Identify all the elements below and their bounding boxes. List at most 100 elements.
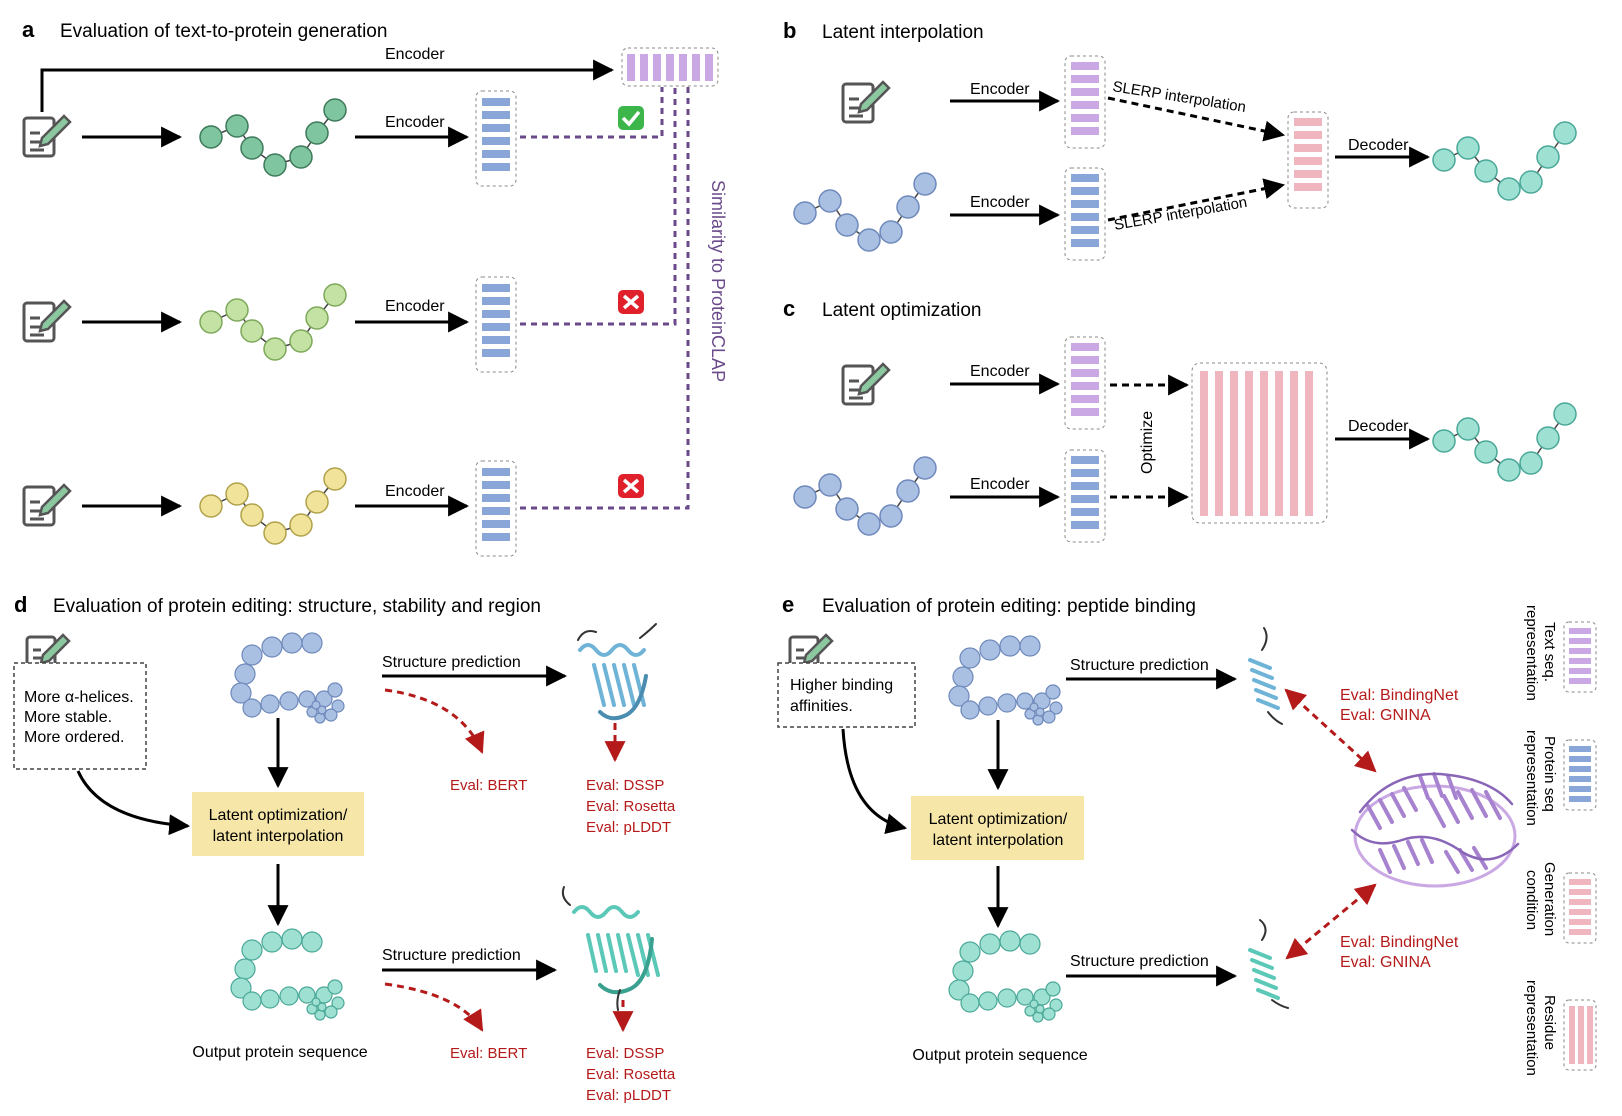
prompt-box: Higher binding affinities. — [777, 662, 916, 728]
structure-prediction-label: Structure prediction — [382, 654, 521, 671]
protein-structure-image — [561, 886, 660, 1011]
protein-sequence-beads — [1432, 121, 1577, 201]
encoder-label: Encoder — [385, 298, 445, 315]
prompt-line: More α-helices. — [24, 689, 134, 706]
box-line: latent interpolation — [213, 828, 344, 845]
prompt-line: Higher binding — [790, 677, 893, 694]
legend-label: condition — [1523, 870, 1540, 930]
text-seq-representation — [621, 47, 719, 87]
protein-sequence-beads — [230, 632, 345, 724]
slerp-arrow — [1107, 96, 1286, 142]
panel-c-title: Latent optimization — [822, 300, 982, 321]
protein-sequence-beads — [230, 928, 345, 1021]
text-prompt-icon — [22, 483, 72, 527]
cross-icon — [618, 290, 644, 314]
encoder-label: Encoder — [970, 476, 1030, 493]
prompt-box: More α-helices. More stable. More ordere… — [13, 662, 147, 770]
legend-item-residue: Residue representation — [1523, 980, 1597, 1076]
structure-prediction-label: Structure prediction — [382, 947, 521, 964]
protein-seq-representation — [475, 90, 517, 187]
peptide-structure-image — [1248, 919, 1289, 1009]
eval-label: Eval: BindingNet — [1340, 687, 1459, 704]
slerp-arrow — [1107, 178, 1286, 222]
legend-label: representation — [1523, 605, 1540, 701]
text-prompt-icon — [22, 114, 72, 158]
legend-label: Protein seq — [1541, 736, 1558, 812]
cross-icon — [618, 474, 644, 498]
latent-optimization-box: Latent optimization/ latent interpolatio… — [192, 792, 364, 856]
prompt-arrow — [76, 770, 191, 836]
encoder-label: Encoder — [385, 114, 445, 131]
decoder-label: Decoder — [1348, 418, 1409, 435]
eval-label: Eval: BERT — [450, 777, 527, 794]
protein-sequence-beads — [199, 467, 347, 545]
latent-optimization-box: Latent optimization/ latent interpolatio… — [911, 796, 1084, 860]
panel-e-letter: e — [782, 592, 794, 617]
legend-item-text-seq: Text seq. representation — [1523, 605, 1597, 701]
residue-representation — [1191, 362, 1328, 524]
top-encoder-label: Encoder — [385, 46, 445, 63]
encoder-label: Encoder — [970, 81, 1030, 98]
protein-sequence-beads — [948, 635, 1063, 726]
protein-sequence-beads — [199, 98, 347, 177]
panel-d: d Evaluation of protein editing: structu… — [13, 592, 676, 1104]
text-prompt-icon — [841, 80, 891, 124]
protein-structure-image — [577, 623, 657, 721]
panel-a: a Evaluation of text-to-protein generati… — [22, 17, 728, 557]
protein-seq-representation — [475, 276, 517, 373]
optimize-label: Optimize — [1139, 411, 1156, 474]
protein-seq-representation — [1064, 449, 1106, 543]
panel-d-letter: d — [14, 592, 27, 617]
protein-seq-representation — [1064, 167, 1106, 261]
panel-b: b Latent interpolation Encoder Encoder — [783, 18, 1577, 261]
text-prompt-icon — [22, 299, 72, 343]
encoder-label: Encoder — [970, 363, 1030, 380]
legend-item-generation-condition: Generation condition — [1523, 862, 1597, 944]
legend-label: Residue — [1541, 995, 1558, 1050]
decoder-label: Decoder — [1348, 137, 1409, 154]
eval-label: Eval: pLDDT — [586, 1087, 671, 1104]
panel-c-letter: c — [783, 296, 795, 321]
text-seq-representation — [1064, 55, 1106, 149]
check-icon — [618, 106, 644, 130]
panel-d-title: Evaluation of protein editing: structure… — [53, 596, 541, 617]
slerp-label: SLERP interpolation — [1111, 78, 1247, 116]
eval-arrow — [384, 688, 485, 754]
eval-arrow — [384, 982, 484, 1032]
receptor-structure-image — [1350, 772, 1520, 888]
slerp-label: SLERP interpolation — [1113, 194, 1249, 234]
eval-label: Eval: Rosetta — [586, 1066, 676, 1083]
panel-b-title: Latent interpolation — [822, 22, 984, 43]
similarity-lines — [520, 87, 690, 510]
peptide-structure-image — [1248, 627, 1283, 725]
prompt-line: More ordered. — [24, 729, 125, 746]
protein-sequence-beads — [948, 930, 1063, 1023]
panel-a-letter: a — [22, 17, 35, 42]
panel-c: c Latent optimization Encoder Encoder — [783, 296, 1577, 543]
legend-item-protein-seq: Protein seq representation — [1523, 730, 1597, 826]
encoder-label: Encoder — [970, 194, 1030, 211]
eval-label: Eval: GNINA — [1340, 954, 1431, 971]
eval-label: Eval: pLDDT — [586, 819, 671, 836]
text-seq-representation — [1064, 336, 1106, 430]
panel-e: e Evaluation of protein editing: peptide… — [777, 592, 1520, 1064]
legend: Text seq. representation Protein seq rep… — [1523, 605, 1597, 1076]
eval-label: Eval: BindingNet — [1340, 934, 1459, 951]
protein-sequence-beads — [793, 172, 937, 252]
output-label: Output protein sequence — [912, 1047, 1087, 1064]
protein-sequence-beads — [199, 283, 347, 361]
panel-a-title: Evaluation of text-to-protein generation — [60, 21, 387, 42]
prompt-line: affinities. — [790, 698, 853, 715]
binding-arrow — [1284, 688, 1377, 773]
protein-sequence-beads — [793, 456, 937, 536]
text-prompt-icon — [841, 362, 891, 406]
structure-prediction-label: Structure prediction — [1070, 953, 1209, 970]
panel-b-letter: b — [783, 18, 796, 43]
box-line: Latent optimization/ — [209, 807, 348, 824]
protein-sequence-beads — [1432, 402, 1577, 482]
panel-e-title: Evaluation of protein editing: peptide b… — [822, 596, 1196, 617]
legend-label: representation — [1523, 980, 1540, 1076]
structure-prediction-label: Structure prediction — [1070, 657, 1209, 674]
output-label: Output protein sequence — [192, 1044, 367, 1061]
